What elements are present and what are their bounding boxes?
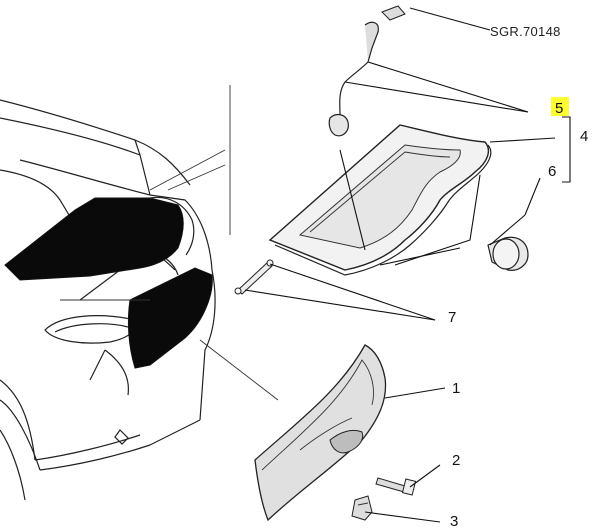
clip (351, 495, 373, 521)
callout-leaders (244, 7, 556, 523)
guide-line (167, 164, 226, 191)
guide-line (149, 149, 226, 191)
callout-5-highlight (551, 97, 569, 116)
tailgate-trim-panel (127, 267, 213, 369)
bolt (375, 477, 417, 496)
callout-5: 5 (555, 100, 563, 117)
shelf-strap (328, 5, 406, 137)
callout-1: 1 (452, 380, 460, 397)
rear-window (4, 197, 184, 281)
parcel-shelf (268, 124, 492, 276)
diagram-code: SGR.70148 (490, 24, 561, 39)
callout-6: 6 (548, 163, 556, 180)
gas-strut (234, 259, 274, 295)
guide-line (199, 339, 279, 401)
boot-sill-trim (254, 344, 387, 522)
callout-2: 2 (452, 452, 460, 469)
callout-4: 4 (580, 128, 588, 145)
callout-7: 7 (448, 309, 456, 326)
mounting-knob (487, 236, 529, 271)
callout-bracket (562, 116, 571, 183)
callout-3: 3 (450, 513, 458, 529)
